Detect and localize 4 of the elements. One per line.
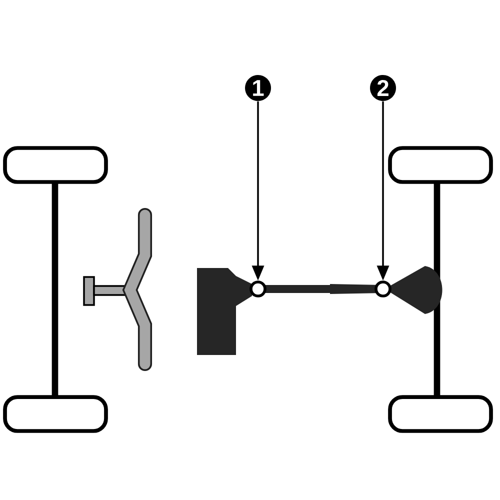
joint-circle bbox=[250, 280, 266, 298]
joint-circle bbox=[374, 280, 392, 298]
callout-number: 1 bbox=[245, 75, 271, 101]
callout-number: 2 bbox=[370, 75, 396, 101]
